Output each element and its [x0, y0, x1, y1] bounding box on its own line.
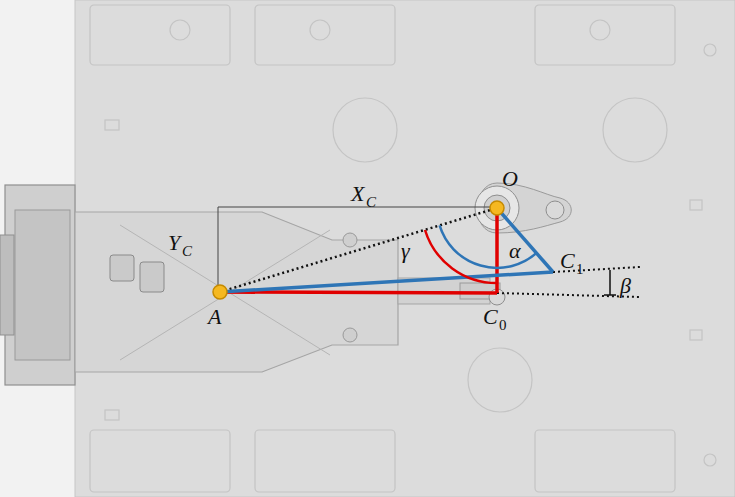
alpha-arc [440, 225, 537, 267]
angle-label: β [620, 275, 631, 297]
axis-label: Y [168, 232, 180, 254]
blue-link [220, 272, 553, 292]
pivot-dot [490, 201, 504, 215]
pivot-dot [213, 285, 227, 299]
blue-link [497, 208, 553, 272]
point-label: C [483, 306, 498, 328]
point-subscript: 0 [499, 318, 507, 333]
plate-features [90, 5, 716, 492]
crank-link [475, 183, 571, 305]
axis-label: X [351, 183, 364, 205]
dimension-line [218, 207, 219, 292]
red-link [495, 208, 499, 293]
red-link [220, 292, 497, 293]
angle-label: α [509, 240, 521, 262]
dimension-line [218, 207, 497, 208]
beta-bracket [609, 270, 611, 295]
point-label: A [208, 306, 221, 328]
point-subscript: 1 [576, 262, 584, 277]
base-plate [75, 0, 735, 497]
axis-subscript: C [182, 244, 192, 259]
dotted-line [497, 293, 640, 297]
point-label: C [560, 250, 575, 272]
beta-bracket [604, 294, 616, 296]
angle-label: γ [401, 240, 410, 262]
linear-actuator [0, 185, 500, 385]
point-label: O [502, 168, 518, 190]
geometry [213, 201, 640, 299]
axis-subscript: C [366, 195, 376, 210]
